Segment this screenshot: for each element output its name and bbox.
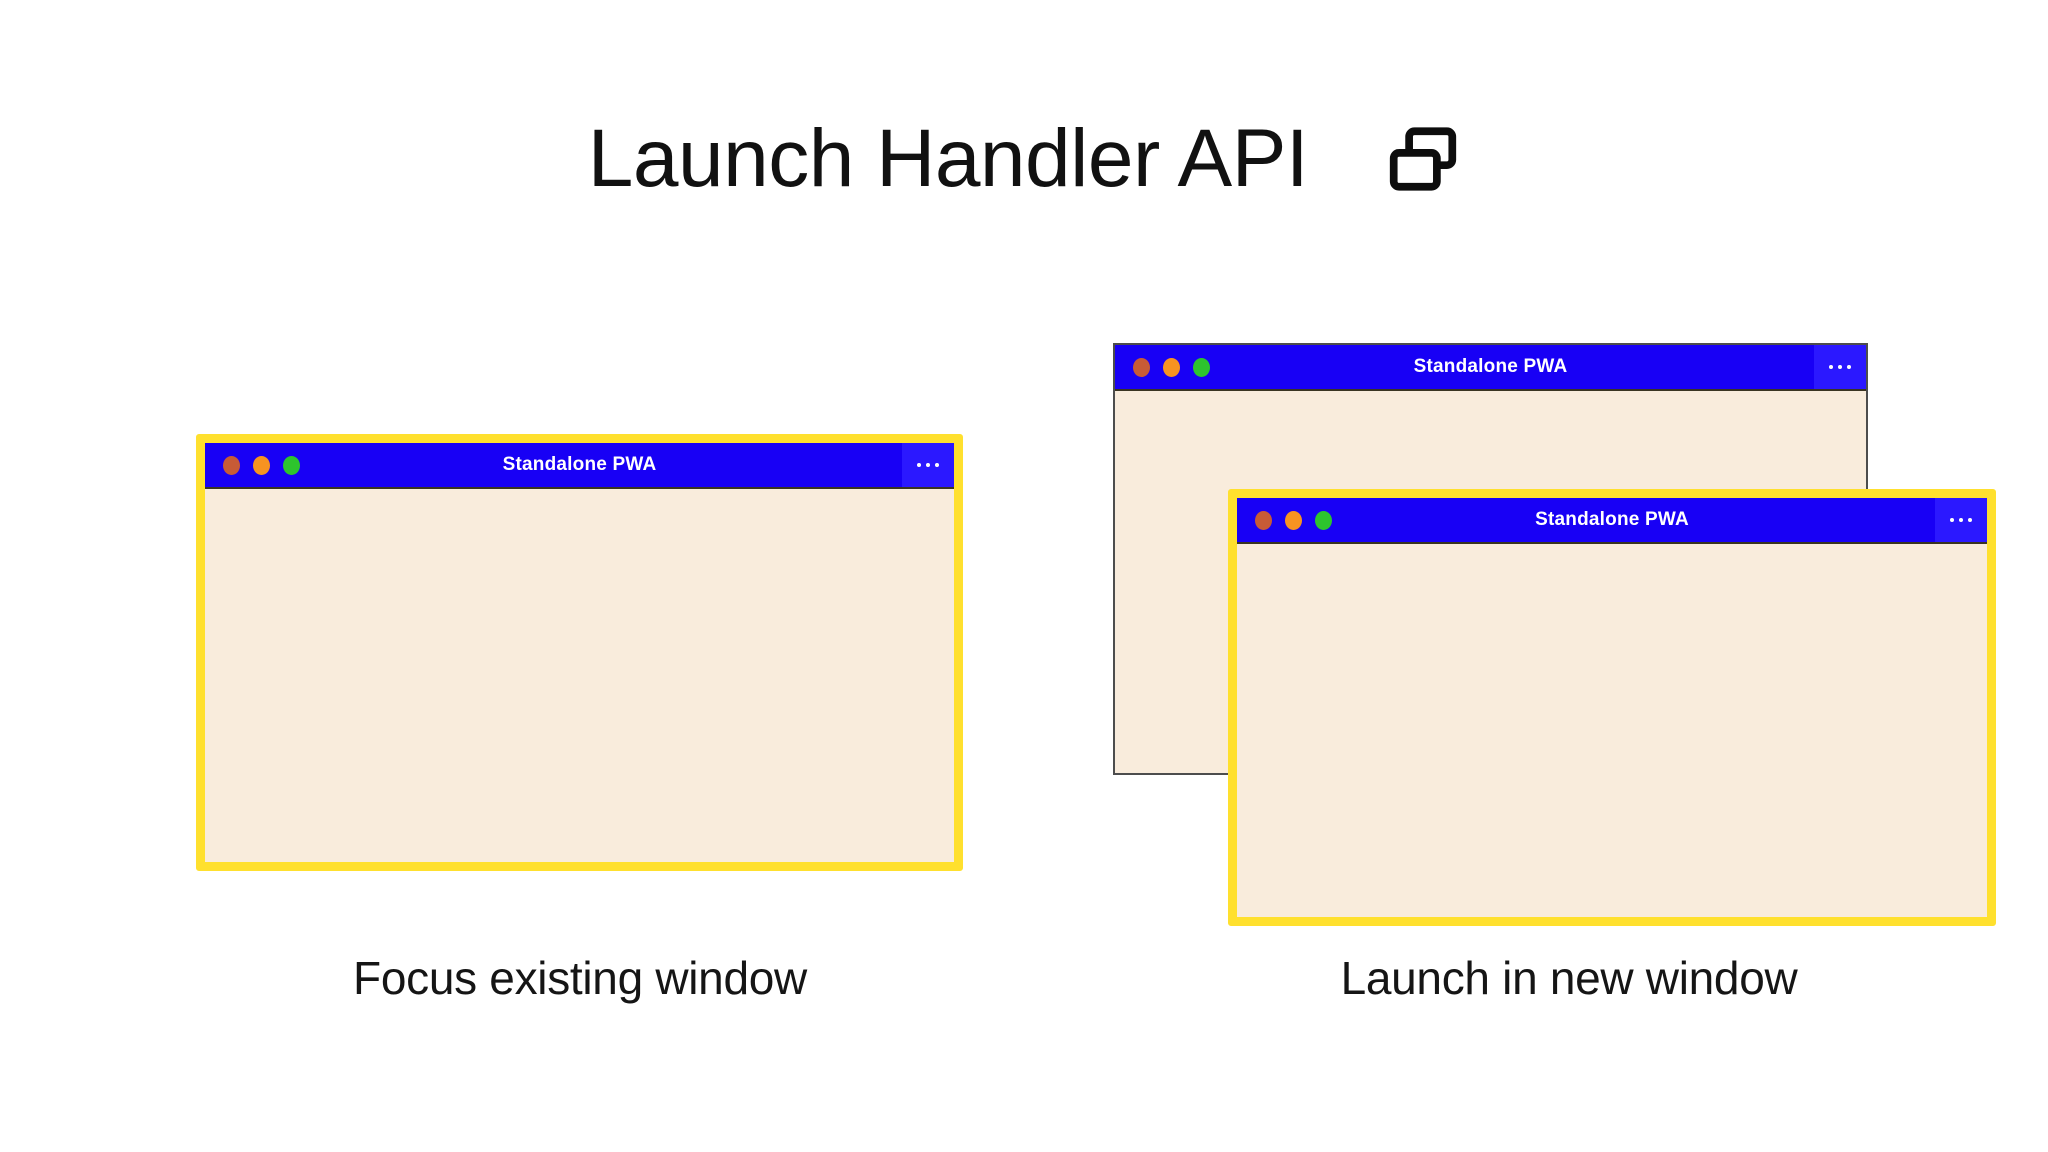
maximize-icon[interactable] (283, 455, 300, 475)
window-titlebar[interactable]: Standalone PWA (1115, 345, 1866, 391)
minimize-icon[interactable] (253, 455, 270, 475)
dot-3 (935, 463, 939, 467)
close-icon[interactable] (223, 455, 240, 475)
close-icon[interactable] (1255, 510, 1272, 530)
window-frame: Standalone PWA (1237, 498, 1987, 917)
caption-launch-new: Launch in new window (1340, 952, 1798, 1004)
more-options-icon[interactable] (1935, 498, 1987, 542)
dot-3 (1968, 518, 1972, 522)
traffic-lights (1133, 357, 1210, 377)
window-new[interactable]: Standalone PWA (1228, 489, 1996, 926)
minimize-icon[interactable] (1285, 510, 1302, 530)
window-title: Standalone PWA (1535, 509, 1689, 530)
window-title: Standalone PWA (502, 454, 657, 475)
window-focus-existing[interactable]: Standalone PWA (196, 434, 963, 871)
minimize-icon[interactable] (1163, 357, 1180, 377)
close-icon[interactable] (1133, 357, 1150, 377)
maximize-icon[interactable] (1193, 357, 1210, 377)
dot-3 (1847, 365, 1851, 369)
page-title: Launch Handler API (587, 113, 1309, 204)
dot-2 (1959, 518, 1963, 522)
two-windows-icon (1390, 127, 1457, 191)
dot-1 (1829, 365, 1833, 369)
window-title: Standalone PWA (1413, 356, 1568, 377)
dot-2 (926, 463, 930, 467)
dot-2 (1838, 365, 1842, 369)
window-frame: Standalone PWA (205, 443, 954, 862)
window-content-area (1237, 544, 1987, 917)
window-titlebar[interactable]: Standalone PWA (205, 443, 954, 489)
caption-focus-existing: Focus existing window (353, 952, 807, 1004)
page-header: Launch Handler API (0, 118, 2048, 200)
more-options-icon[interactable] (1814, 345, 1866, 389)
dot-1 (917, 463, 921, 467)
window-titlebar[interactable]: Standalone PWA (1237, 498, 1987, 544)
traffic-lights (1255, 510, 1332, 530)
traffic-lights (223, 455, 300, 475)
dot-1 (1950, 518, 1954, 522)
maximize-icon[interactable] (1315, 510, 1332, 530)
window-content-area (205, 489, 954, 862)
more-options-icon[interactable] (902, 443, 954, 487)
